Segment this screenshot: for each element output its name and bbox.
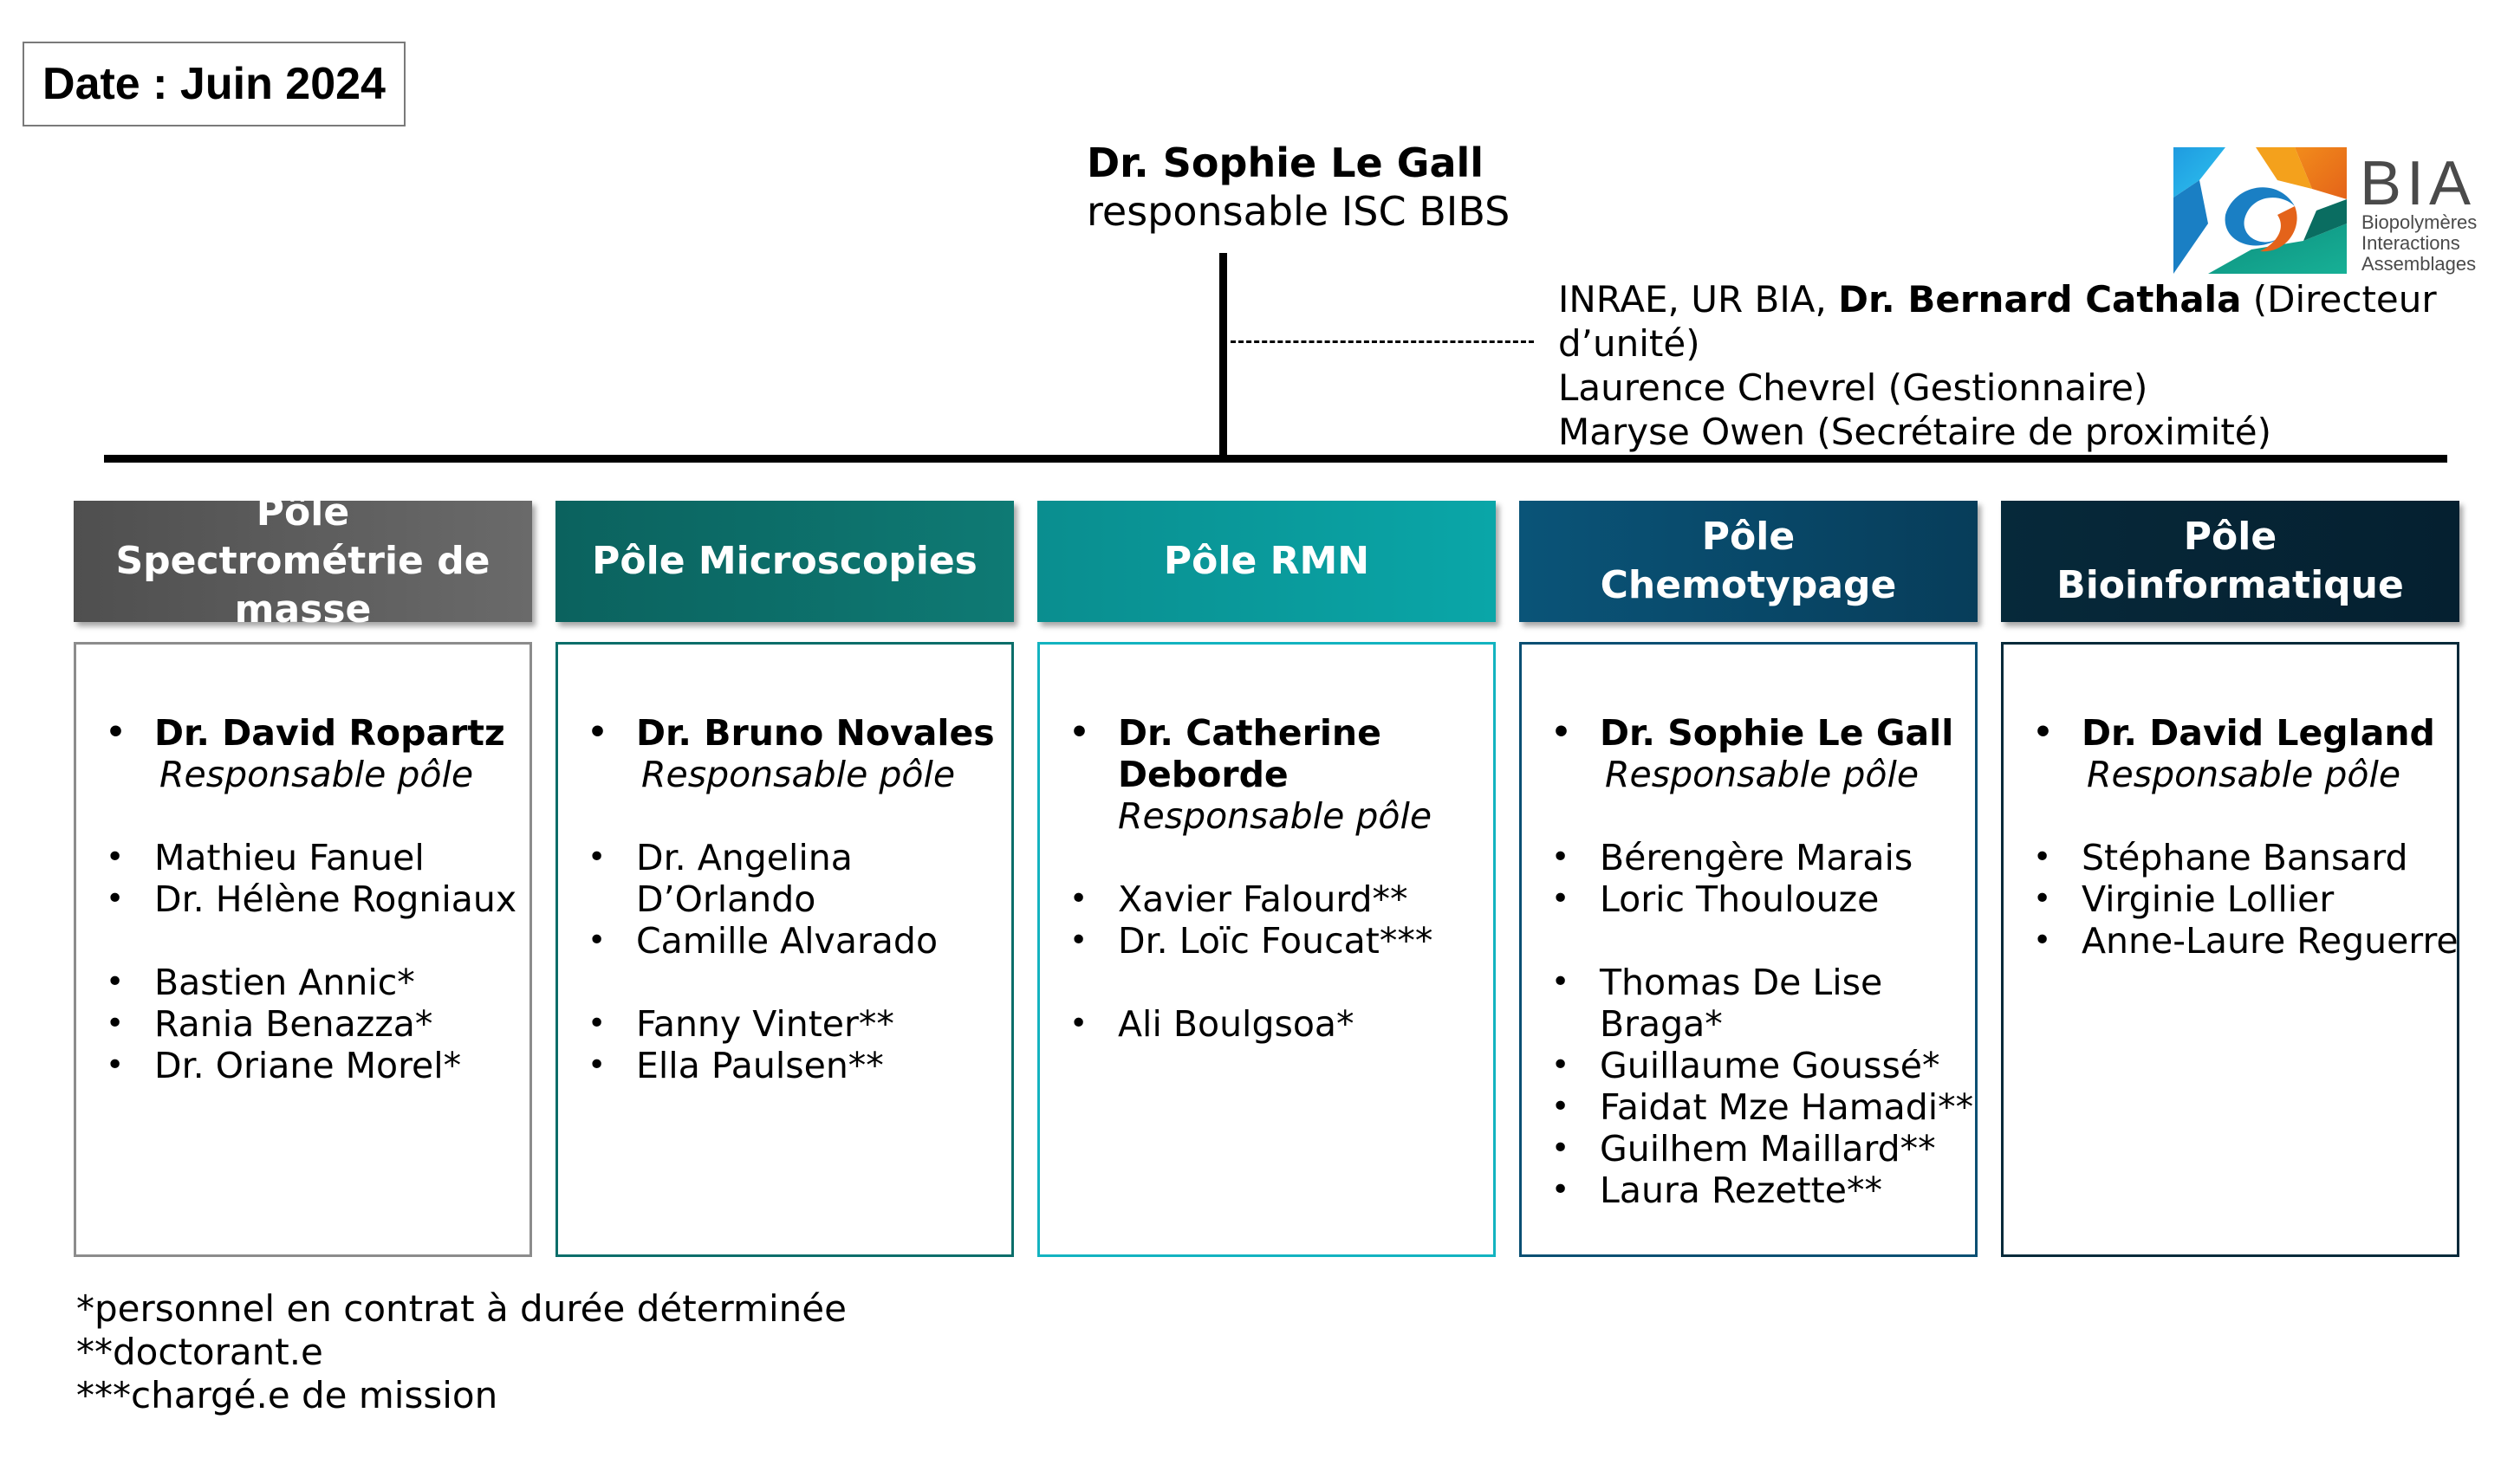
pole-header-bioinformatique: Pôle Bioinformatique xyxy=(2001,501,2459,622)
list-item: Dr. David Legland xyxy=(2028,712,2450,754)
list-item-continued: Braga* xyxy=(1600,1003,1723,1045)
footnote-charge-mission: ***chargé.e de mission xyxy=(76,1374,498,1416)
list-item: Virginie Lollier xyxy=(2028,878,2450,920)
list-item-continued: Deborde xyxy=(1118,754,1289,795)
list-item: Guillaume Goussé* xyxy=(1546,1045,1968,1086)
list-item: Responsable pôle xyxy=(1605,754,1920,795)
list-item: Anne-Laure Reguerre xyxy=(2028,920,2459,962)
list-item: Loric Thoulouze xyxy=(1546,878,1968,920)
list-item: Faidat Mze Hamadi** xyxy=(1546,1086,1973,1128)
date-label: Date : Juin 2024 xyxy=(23,42,406,126)
list-item: Ella Paulsen** xyxy=(582,1045,1004,1086)
pole-box-chemotypage: Dr. Sophie Le Gall Responsable pôle Bére… xyxy=(1519,642,1978,1257)
list-item: Xavier Falourd** xyxy=(1064,878,1486,920)
horizontal-connector xyxy=(104,455,2447,463)
bia-logo-icon: BIA Biopolymères Interactions Assemblage… xyxy=(2173,147,2477,275)
pole-header-microscopies: Pôle Microscopies xyxy=(555,501,1014,622)
logo-text: BIA xyxy=(2360,149,2476,218)
bia-logo: BIA Biopolymères Interactions Assemblage… xyxy=(2173,146,2487,275)
dashed-connector xyxy=(1231,340,1534,343)
member-list: Dr. David Ropartz Responsable pôle Mathi… xyxy=(101,712,523,1086)
list-item: Dr. David Ropartz xyxy=(101,712,523,754)
list-item: Dr. Hélène Rogniaux xyxy=(101,878,523,920)
list-item: Dr. Bruno Novales xyxy=(582,712,1004,754)
vertical-connector xyxy=(1219,253,1227,457)
pole-header-rmn: Pôle RMN xyxy=(1037,501,1496,622)
list-item: Responsable pôle xyxy=(159,754,474,795)
pole-header-chemotypage: Pôle Chemotypage xyxy=(1519,501,1978,622)
pole-box-spectrometrie: Dr. David Ropartz Responsable pôle Mathi… xyxy=(74,642,532,1257)
footnote-cdd: *personnel en contrat à durée déterminée xyxy=(76,1287,847,1330)
member-list: Dr. Sophie Le Gall Responsable pôle Bére… xyxy=(1546,712,1973,1211)
list-item: Dr. Oriane Morel* xyxy=(101,1045,523,1086)
list-item: Mathieu Fanuel xyxy=(101,837,523,878)
logo-line2: Interactions xyxy=(2361,232,2460,254)
list-item: Thomas De Lise xyxy=(1546,962,1968,1003)
unit-info-line1: INRAE, UR BIA, Dr. Bernard Cathala (Dire… xyxy=(1558,278,2437,365)
head-name: Dr. Sophie Le Gall xyxy=(1087,139,1484,186)
logo-line3: Assemblages xyxy=(2361,253,2476,275)
list-item: Bérengère Marais xyxy=(1546,837,1968,878)
unit-info-line2: Laurence Chevrel (Gestionnaire) xyxy=(1558,366,2148,409)
head-role: responsable ISC BIBS xyxy=(1087,188,1510,235)
pole-box-bioinformatique: Dr. David Legland Responsable pôle Stéph… xyxy=(2001,642,2459,1257)
unit-info: INRAE, UR BIA, Dr. Bernard Cathala (Dire… xyxy=(1558,277,2477,454)
list-item: Responsable pôle xyxy=(2087,754,2401,795)
list-item: Dr. Loïc Foucat*** xyxy=(1064,920,1486,962)
list-item: Responsable pôle xyxy=(1118,795,1432,837)
list-item: Dr. Catherine xyxy=(1064,712,1486,754)
list-item: Laura Rezette** xyxy=(1546,1170,1968,1211)
footnotes: *personnel en contrat à durée déterminée… xyxy=(76,1287,847,1417)
member-list: Dr. Bruno Novales Responsable pôle Dr. A… xyxy=(582,712,1004,1086)
list-item: Responsable pôle xyxy=(641,754,956,795)
list-item: Fanny Vinter** xyxy=(582,1003,1004,1045)
unit-director-name: Dr. Bernard Cathala xyxy=(1838,278,2242,321)
member-list: Dr. Catherine Deborde Responsable pôle X… xyxy=(1064,712,1486,1045)
pole-box-rmn: Dr. Catherine Deborde Responsable pôle X… xyxy=(1037,642,1496,1257)
logo-line1: Biopolymères xyxy=(2361,211,2477,233)
list-item: Camille Alvarado xyxy=(582,920,1004,962)
list-item: Dr. Sophie Le Gall xyxy=(1546,712,1968,754)
list-item: Ali Boulgsoa* xyxy=(1064,1003,1486,1045)
list-item-continued: D’Orlando xyxy=(636,878,816,920)
list-item: Dr. Angelina xyxy=(582,837,1004,878)
pole-header-spectrometrie: Pôle Spectrométrie de masse xyxy=(74,490,532,632)
unit-info-line3: Maryse Owen (Secrétaire de proximité) xyxy=(1558,411,2272,453)
list-item: Guilhem Maillard** xyxy=(1546,1128,1968,1170)
pole-box-microscopies: Dr. Bruno Novales Responsable pôle Dr. A… xyxy=(555,642,1014,1257)
member-list: Dr. David Legland Responsable pôle Stéph… xyxy=(2028,712,2459,962)
list-item: Bastien Annic* xyxy=(101,962,523,1003)
footnote-doctorant: **doctorant.e xyxy=(76,1331,323,1373)
list-item: Rania Benazza* xyxy=(101,1003,523,1045)
list-item: Stéphane Bansard xyxy=(2028,837,2450,878)
